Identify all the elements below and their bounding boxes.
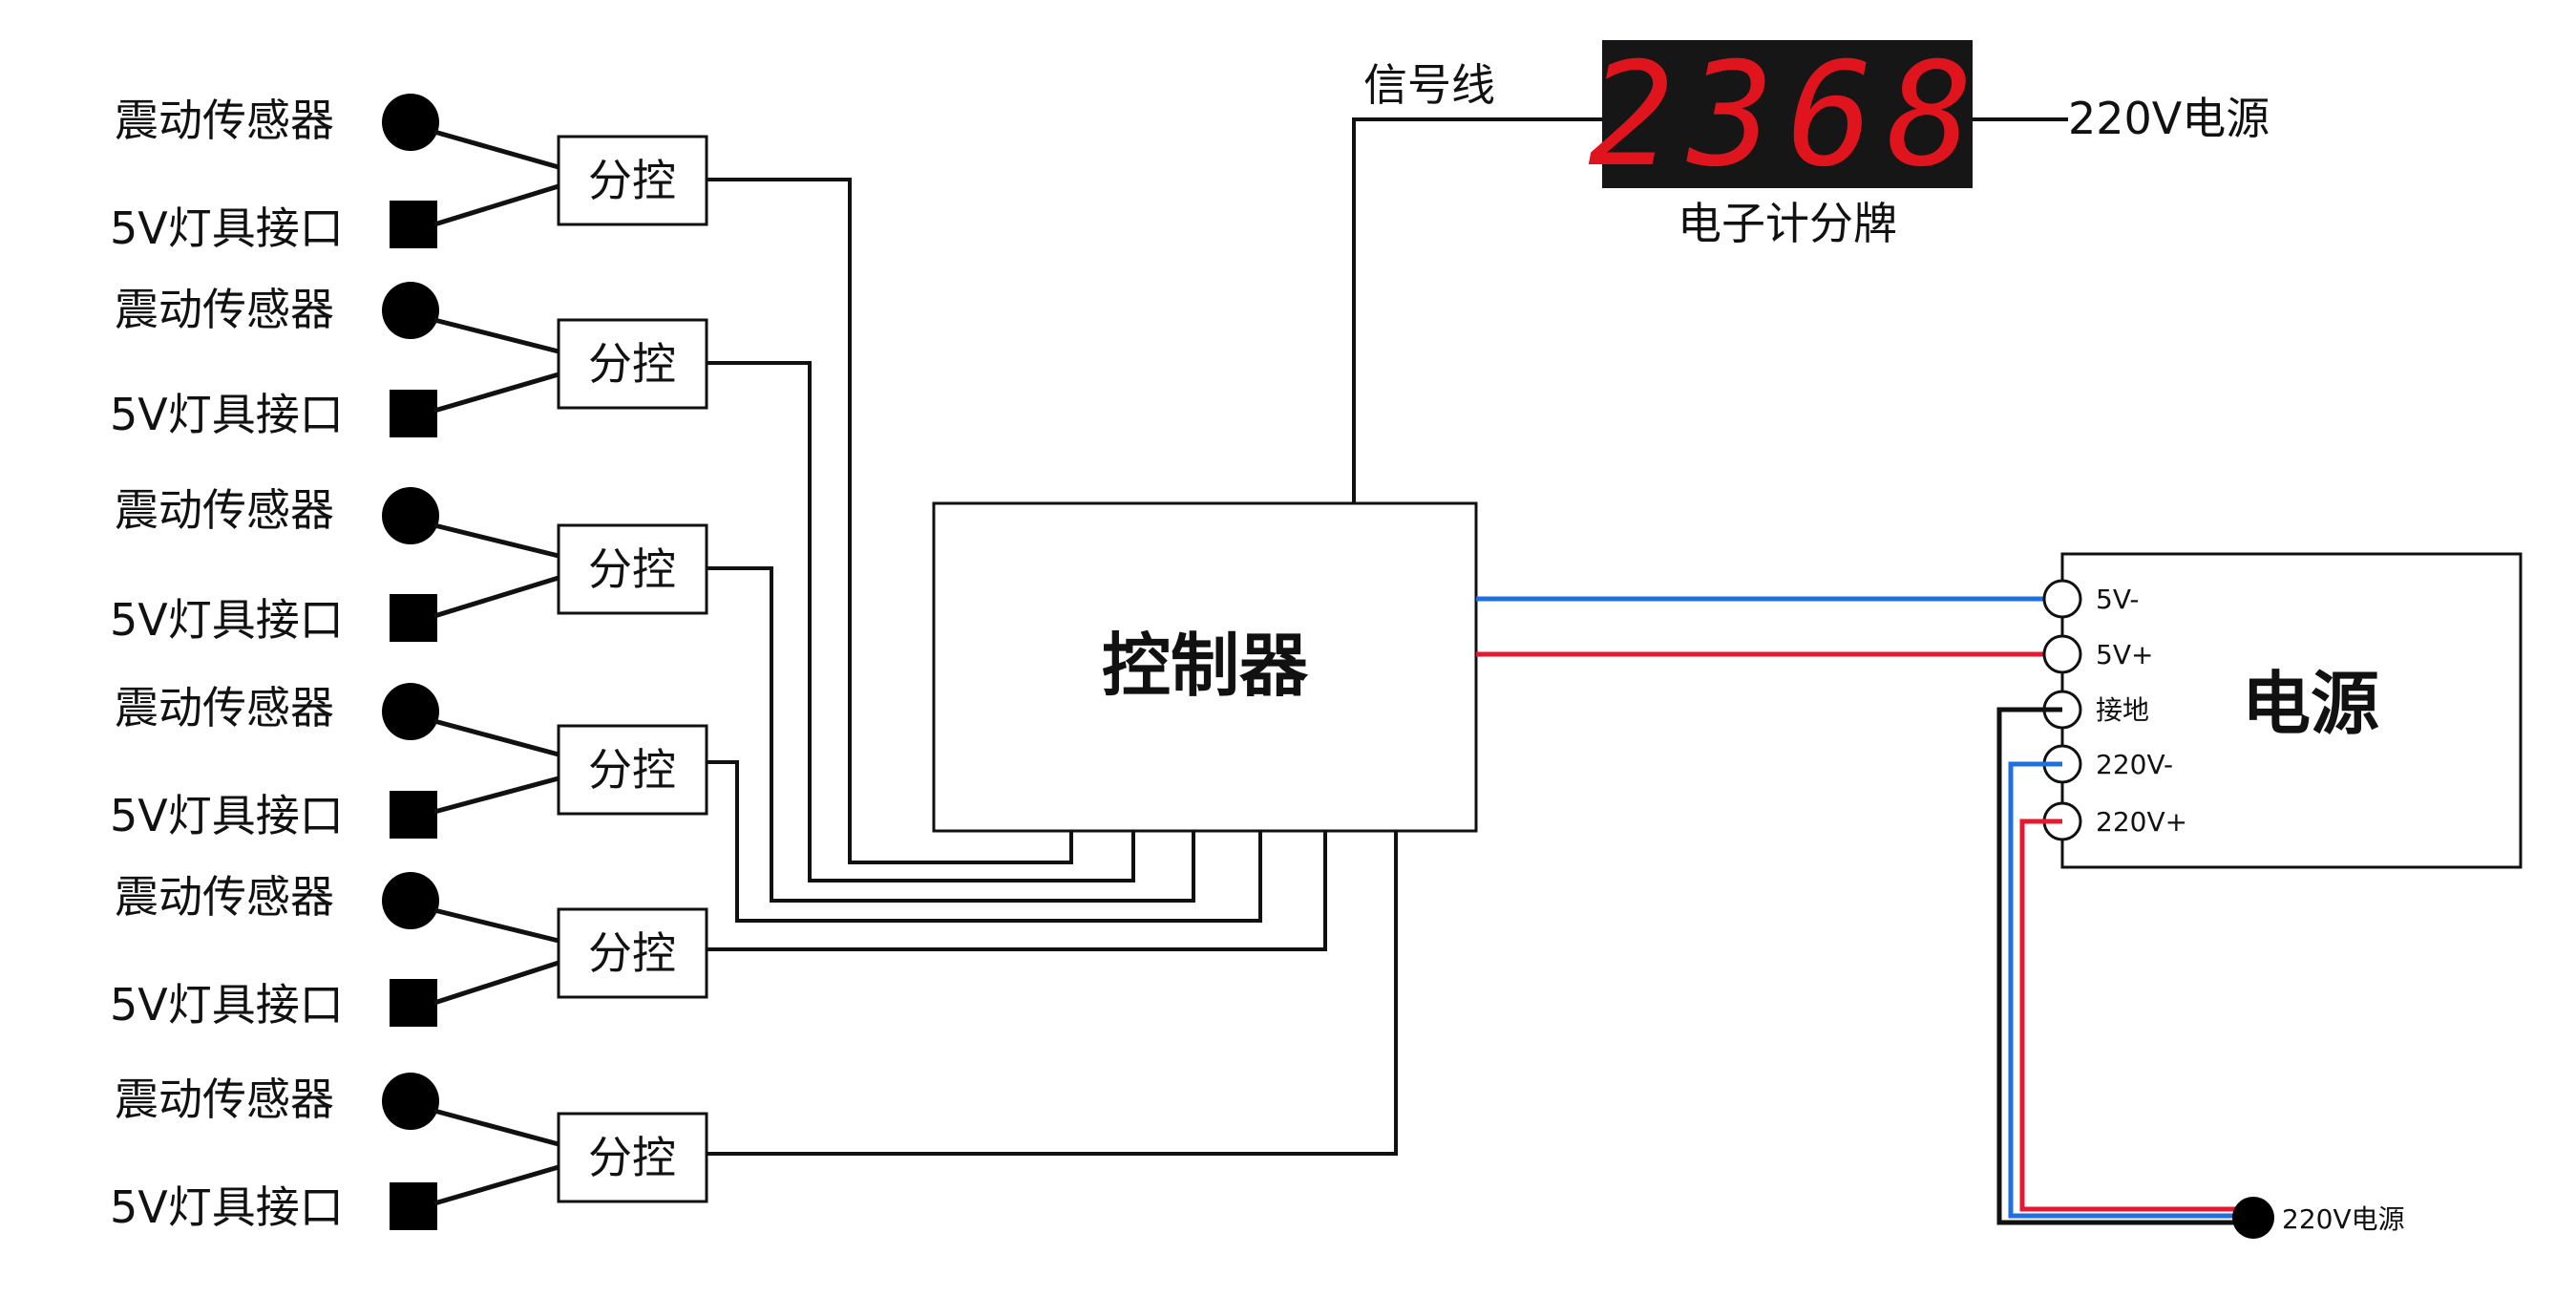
wire-220v-positive <box>2019 819 2244 1212</box>
bus-wire-4 <box>707 760 1262 923</box>
bus-wire-5 <box>707 831 1327 951</box>
terminal-icon <box>2042 634 2082 674</box>
lamp-wire <box>433 183 560 227</box>
sensor-group-2: 震动传感器 5V灯具接口 分控 <box>110 282 708 440</box>
sensor-icon <box>382 282 439 339</box>
subcontrol-label: 分控 <box>588 155 676 206</box>
terminal-label: 220V- <box>2096 749 2173 780</box>
lamp-interface-icon <box>390 201 437 248</box>
subcontrol-label: 分控 <box>588 744 676 796</box>
mains-input-wires <box>1996 707 2244 1225</box>
sensor-wire <box>433 718 560 757</box>
sensor-icon <box>382 683 439 740</box>
terminal-label: 接地 <box>2096 694 2149 726</box>
lamp-wire <box>433 960 560 1006</box>
lamp-interface-icon <box>390 1182 437 1230</box>
subcontrol-box <box>557 724 708 816</box>
sensor-group-3: 震动传感器 5V灯具接口 分控 <box>110 484 708 646</box>
sensor-label: 震动传感器 <box>115 871 334 923</box>
sensor-label: 震动传感器 <box>115 284 334 335</box>
sensor-wire <box>433 317 560 354</box>
subcontrol-label: 分控 <box>588 1132 676 1183</box>
bus-wire-6 <box>707 831 1398 1156</box>
sensor-label: 震动传感器 <box>115 95 334 146</box>
sensor-group-6: 震动传感器 5V灯具接口 分控 <box>110 1073 708 1233</box>
mains-plug-icon <box>2232 1197 2274 1239</box>
controller: 控制器 <box>932 501 1478 833</box>
lamp-interface-label: 5V灯具接口 <box>110 389 344 440</box>
sensor-label: 震动传感器 <box>115 484 334 536</box>
subcontrol-bus-wires <box>707 178 1398 1156</box>
sensor-wire <box>433 1108 560 1147</box>
lamp-interface-icon <box>390 390 437 437</box>
sensor-icon <box>382 94 439 151</box>
bus-wire-1 <box>707 178 1073 864</box>
terminal-label: 5V+ <box>2096 639 2153 670</box>
power-supply: 电源 5V- 5V+ 接地 220V- 220V+ <box>2042 552 2523 869</box>
sensor-wire <box>433 522 560 559</box>
lamp-interface-label: 5V灯具接口 <box>110 979 344 1031</box>
scoreboard: 信号线 2368 220V电源 电子计分牌 <box>1352 32 2270 503</box>
sensor-group-1: 震动传感器 5V灯具接口 分控 <box>110 94 708 254</box>
sensor-wire <box>433 907 560 944</box>
signal-wire-label: 信号线 <box>1363 59 1495 111</box>
sensor-icon <box>382 1073 439 1130</box>
subcontrol-box <box>557 907 708 999</box>
controller-box <box>932 501 1478 833</box>
subcontrol-box <box>557 135 708 226</box>
lamp-wire <box>433 575 560 619</box>
sensor-icon <box>382 872 439 929</box>
lamp-wire <box>433 372 560 414</box>
subcontrol-box <box>557 1112 708 1203</box>
lamp-wire <box>433 1164 560 1206</box>
sensor-icon <box>382 487 439 544</box>
lamp-interface-icon <box>390 979 437 1027</box>
subcontrol-label: 分控 <box>588 338 676 390</box>
signal-wire <box>1352 117 1602 503</box>
mains-input-label: 220V电源 <box>2282 1203 2405 1235</box>
power-supply-box <box>2060 552 2523 869</box>
scoreboard-label: 电子计分牌 <box>1678 198 1897 249</box>
lamp-interface-icon <box>390 791 437 839</box>
subcontrol-label: 分控 <box>588 543 676 595</box>
scoreboard-power-label: 220V电源 <box>2068 93 2270 144</box>
terminal-icon <box>2042 579 2082 619</box>
scoreboard-panel <box>1602 40 1973 188</box>
terminal-label: 5V- <box>2096 584 2139 615</box>
subcontrol-box <box>557 318 708 410</box>
lamp-interface-label: 5V灯具接口 <box>110 1181 344 1233</box>
sensor-group-5: 震动传感器 5V灯具接口 分控 <box>110 871 708 1031</box>
lamp-interface-label: 5V灯具接口 <box>110 790 344 841</box>
controller-label: 控制器 <box>1102 626 1309 706</box>
sensor-wire <box>433 129 560 170</box>
subcontrol-box <box>557 523 708 615</box>
sensor-label: 震动传感器 <box>115 1074 334 1125</box>
bus-wire-2 <box>707 361 1135 882</box>
terminal-label: 220V+ <box>2096 806 2187 838</box>
wire-220v-negative <box>2008 761 2244 1219</box>
wire-ground <box>1996 707 2244 1225</box>
power-supply-label: 电源 <box>2242 664 2379 744</box>
scoreboard-digits: 2368 <box>1588 32 1986 199</box>
lamp-interface-icon <box>390 594 437 642</box>
lamp-interface-label: 5V灯具接口 <box>110 202 344 254</box>
sensor-group-4: 震动传感器 5V灯具接口 分控 <box>110 682 708 841</box>
lamp-interface-label: 5V灯具接口 <box>110 594 344 646</box>
bus-wire-3 <box>707 566 1195 903</box>
lamp-wire <box>433 776 560 815</box>
sensor-label: 震动传感器 <box>115 682 334 734</box>
subcontrol-label: 分控 <box>588 927 676 979</box>
